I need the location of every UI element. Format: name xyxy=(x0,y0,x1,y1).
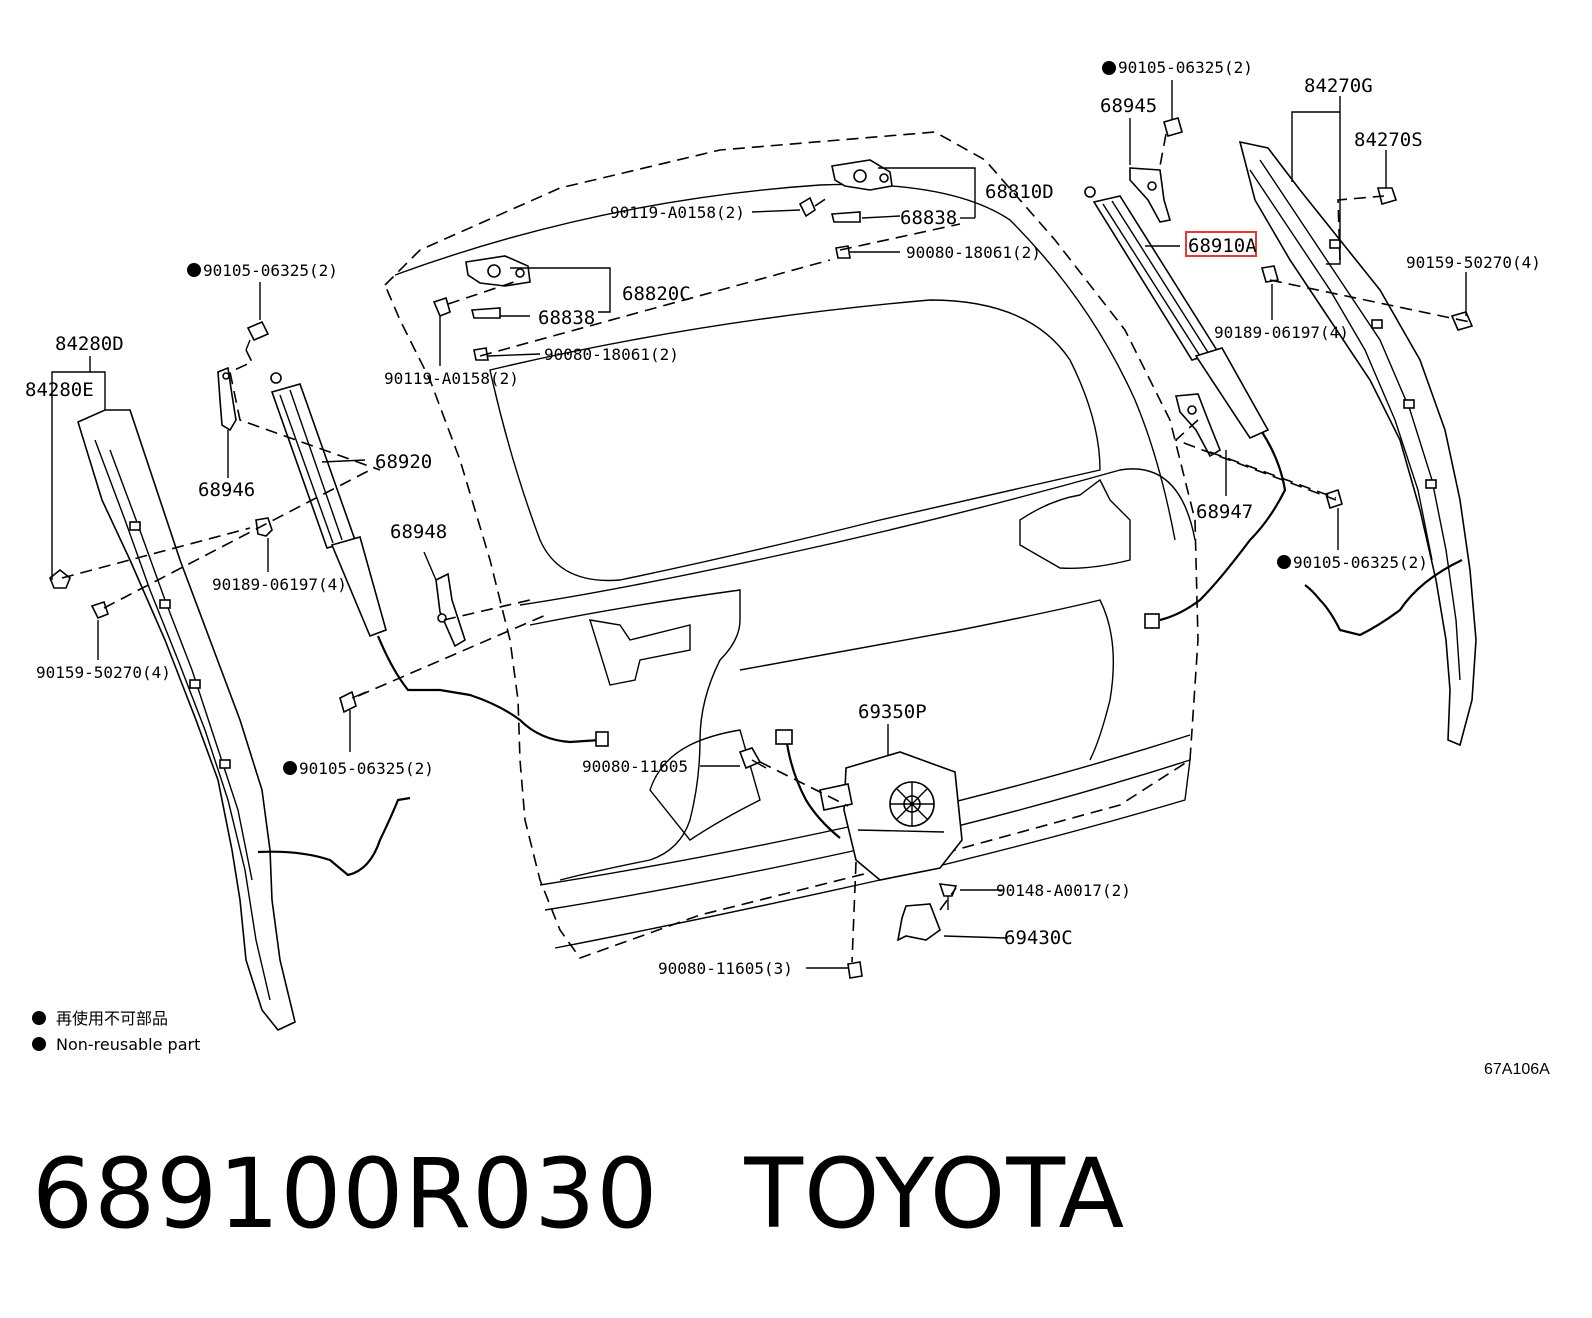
left-side-panel-84280D xyxy=(49,409,411,1031)
label-90148-A0017: 90148-A0017(2) xyxy=(996,881,1131,900)
label-84270G: 84270G xyxy=(1304,75,1373,97)
hinge-68810D xyxy=(798,159,893,259)
label-90159-50270-a: 90159-50270(4) xyxy=(36,663,171,682)
bracket-68945 xyxy=(1129,117,1183,223)
legend-line-2: Non-reusable part xyxy=(56,1035,200,1054)
label-90105-06325-b: 90105-06325(2) xyxy=(299,759,434,778)
label-90105-06325-c: 90105-06325(2) xyxy=(1118,58,1253,77)
figure-id: 67A106A xyxy=(1484,1061,1550,1078)
label-90080-18061-top: 90080-18061(2) xyxy=(906,243,1041,262)
legend-dot-2 xyxy=(32,1037,46,1051)
part-number: 689100R030 xyxy=(32,1138,659,1250)
hinge-68820C xyxy=(432,255,531,361)
part-caption: 689100R030 TOYOTA xyxy=(32,1138,1125,1250)
label-68838-mid: 68838 xyxy=(538,307,595,329)
brand-name: TOYOTA xyxy=(744,1138,1126,1250)
label-90189-06197-b: 90189-06197(4) xyxy=(1214,323,1349,342)
right-gas-strut-68910A xyxy=(1084,186,1287,629)
label-69430C: 69430C xyxy=(1004,927,1073,949)
label-84280E: 84280E xyxy=(25,379,94,401)
label-68910A: 68910A xyxy=(1188,235,1257,257)
legend-dot-1 xyxy=(32,1011,46,1025)
label-68920: 68920 xyxy=(375,451,432,473)
label-90159-50270-b: 90159-50270(4) xyxy=(1406,253,1541,272)
bracket-68948 xyxy=(435,572,466,648)
non-reusable-markers xyxy=(187,61,1291,775)
label-90080-18061-mid: 90080-18061(2) xyxy=(544,345,679,364)
parts-diagram: 84280D 84280E 90105-06325(2) 68946 68920… xyxy=(25,58,1550,1078)
label-68948: 68948 xyxy=(390,521,447,543)
label-90080-11605-3: 90080-11605(3) xyxy=(658,959,793,978)
label-90119-A0158-top: 90119-A0158(2) xyxy=(610,203,745,222)
legend: 再使用不可部品 Non-reusable part xyxy=(32,1009,200,1054)
bracket-68947 xyxy=(1174,393,1343,510)
left-gas-strut-68920 xyxy=(270,372,609,747)
label-84270S: 84270S xyxy=(1354,129,1423,151)
leader-lines xyxy=(51,80,1467,969)
label-69350P: 69350P xyxy=(858,701,927,723)
label-68810D: 68810D xyxy=(985,181,1054,203)
assembly-lines xyxy=(61,133,1471,963)
label-90105-06325-a: 90105-06325(2) xyxy=(203,261,338,280)
label-90119-A0158-mid: 90119-A0158(2) xyxy=(384,369,519,388)
label-90189-06197-a: 90189-06197(4) xyxy=(212,575,347,594)
legend-line-1: 再使用不可部品 xyxy=(56,1009,168,1028)
label-68946: 68946 xyxy=(198,479,255,501)
label-68947: 68947 xyxy=(1196,501,1253,523)
label-68945: 68945 xyxy=(1100,95,1157,117)
highlight-box-68910A xyxy=(1185,231,1257,257)
label-68820C: 68820C xyxy=(622,283,691,305)
label-90080-11605: 90080-11605 xyxy=(582,757,688,776)
bracket-68946 xyxy=(217,366,237,432)
power-door-motor-69350P xyxy=(775,729,963,881)
label-68838-top: 68838 xyxy=(900,207,957,229)
callout-labels: 84280D 84280E 90105-06325(2) 68946 68920… xyxy=(25,58,1541,978)
back-door-panel xyxy=(384,131,1199,959)
motor-fasteners xyxy=(738,747,958,979)
label-84280D: 84280D xyxy=(55,333,124,355)
right-side-panel-84270G xyxy=(1238,140,1477,747)
label-90105-06325-d: 90105-06325(2) xyxy=(1293,553,1428,572)
